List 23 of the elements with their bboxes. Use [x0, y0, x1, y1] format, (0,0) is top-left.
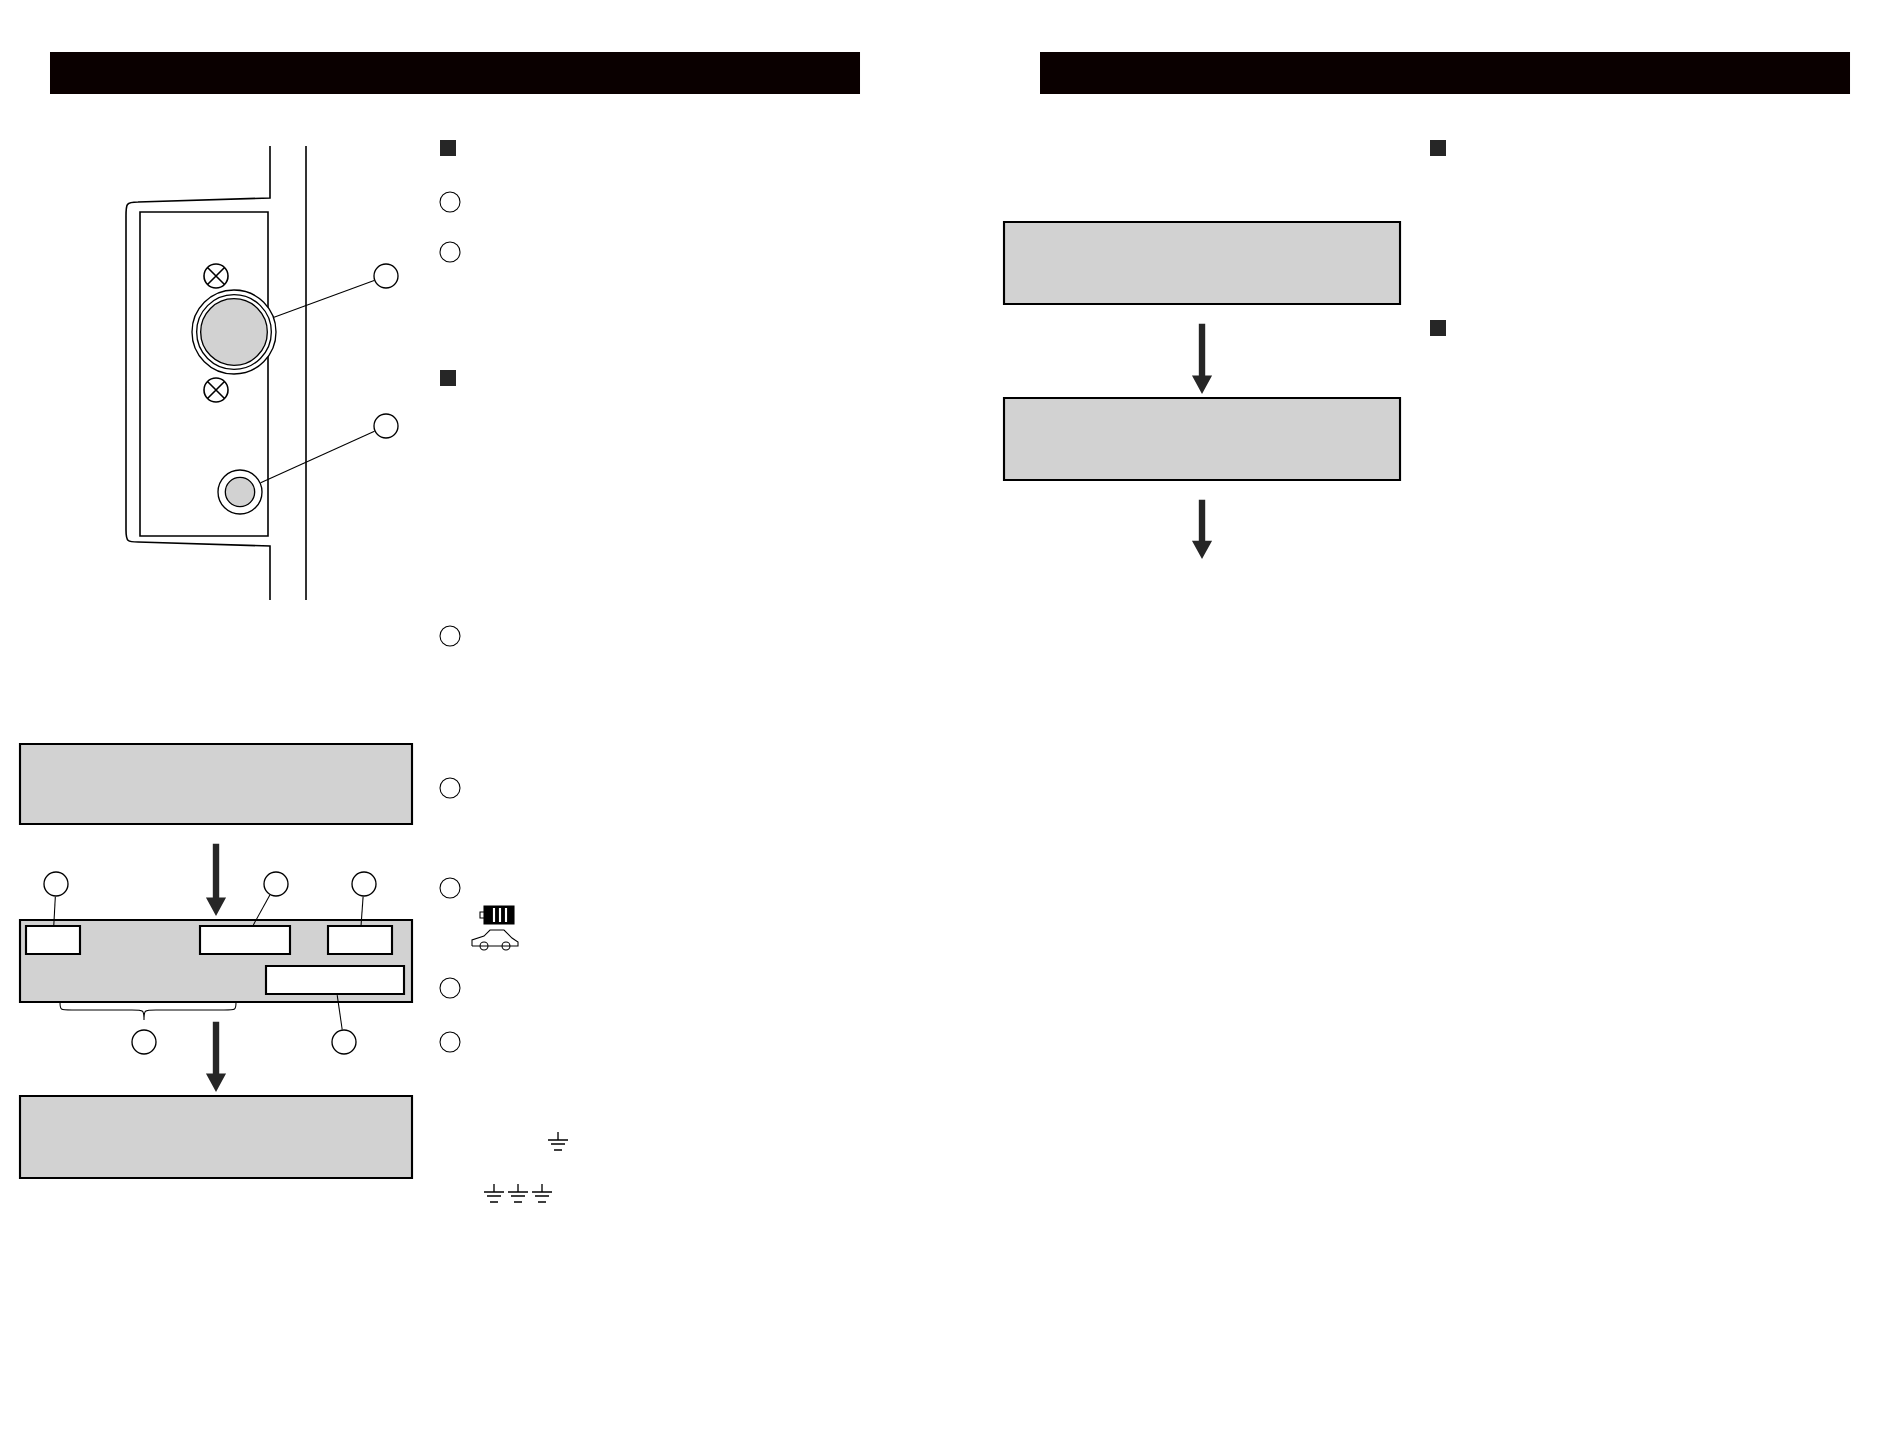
- callout-circle: [263, 871, 289, 897]
- leader-line: [252, 894, 271, 926]
- leader-line: [360, 896, 364, 926]
- display-field: [198, 924, 292, 956]
- flow-box: [1002, 396, 1402, 482]
- callout-circle: [373, 413, 399, 439]
- flow-box: [18, 1094, 414, 1180]
- callout-circle: [131, 1029, 157, 1055]
- leader-line: [260, 430, 375, 484]
- callout-circle: [373, 263, 399, 289]
- callout-circle: [43, 871, 69, 897]
- display-field: [24, 924, 82, 956]
- connector-socket: [191, 289, 277, 375]
- leader-line: [273, 279, 375, 318]
- display-field: [264, 964, 406, 996]
- callout-circle: [331, 1029, 357, 1055]
- leader-line: [336, 994, 343, 1030]
- leader-line: [53, 896, 56, 926]
- flow-box: [1002, 220, 1402, 306]
- display-field: [326, 924, 394, 956]
- flow-box: [18, 742, 414, 826]
- jack-socket: [217, 469, 263, 515]
- callout-circle: [351, 871, 377, 897]
